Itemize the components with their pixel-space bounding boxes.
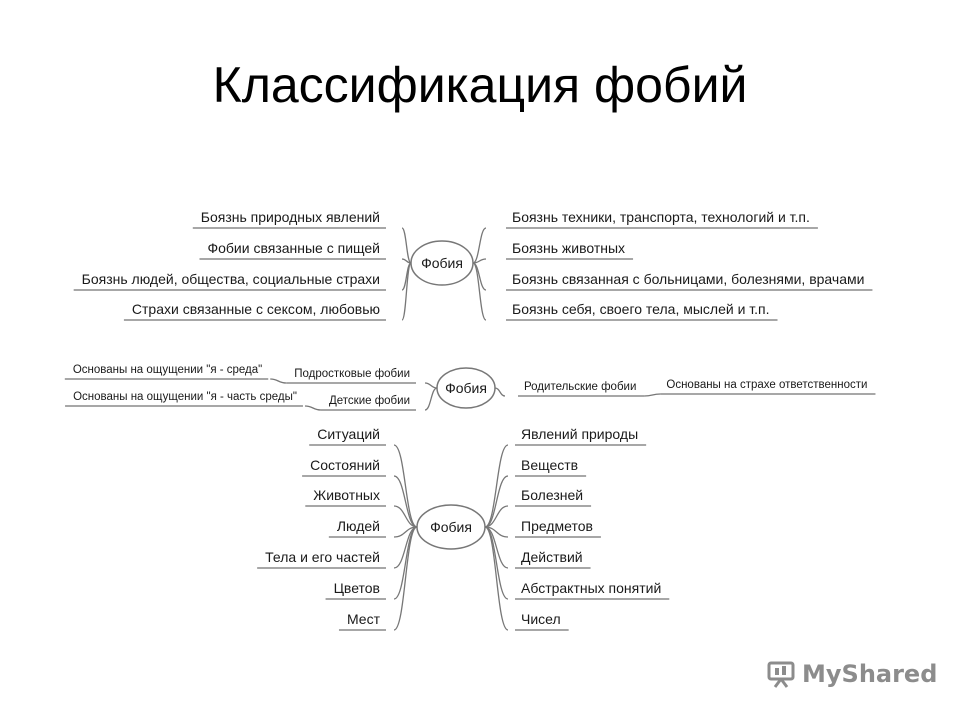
map3-left-branch: Животных xyxy=(313,487,380,503)
map1-right-branch: Боязнь животных xyxy=(512,240,625,256)
map3-right-connector xyxy=(484,475,509,528)
map3-left-connector xyxy=(393,475,418,528)
map3-left-branch: Цветов xyxy=(334,580,380,596)
map3-right-connector xyxy=(484,526,509,600)
map3-left-branch: Тела и его частей xyxy=(265,549,380,565)
map2-left-branch: Детские фобии xyxy=(329,395,410,407)
map3-right-branch: Веществ xyxy=(521,457,578,473)
map2-right-connector xyxy=(494,387,506,397)
map1-left-branch: Страхи связанные с сексом, любовью xyxy=(132,301,380,317)
map1-right-connector xyxy=(472,262,487,321)
watermark-text: MyShared xyxy=(802,660,938,688)
map3-hub-ellipse xyxy=(416,504,486,550)
map2-left-detail: Основаны на ощущении "я - часть среды" xyxy=(73,391,297,403)
map2-left-detail-connector xyxy=(270,378,287,384)
watermark: MyShared xyxy=(766,656,937,692)
map2-hub-ellipse xyxy=(436,367,496,409)
map2-left-detail: Основаны на ощущении "я - среда" xyxy=(73,364,262,376)
map1-left-branch: Фобии связанные с пищей xyxy=(207,240,380,256)
map1-right-branch: Боязнь связанная с больницами, болезнями… xyxy=(512,271,864,287)
map2-hub-label: Фобия xyxy=(445,380,487,396)
map1-left-connector xyxy=(401,227,412,264)
map1-hub-ellipse xyxy=(410,240,474,286)
map3-left-branch: Ситуаций xyxy=(317,426,380,442)
map2-right-detail: Основаны на страхе ответственности xyxy=(666,379,867,391)
map3-right-connector xyxy=(484,444,509,528)
map3-right-branch: Чисел xyxy=(521,611,561,627)
map3-right-branch: Предметов xyxy=(521,518,593,534)
map3-left-connector xyxy=(393,505,418,528)
map2-right-branch: Родительские фобии xyxy=(524,381,636,393)
map3-left-connector xyxy=(393,444,418,528)
map3-right-branch: Абстрактных понятий xyxy=(521,580,661,596)
map3-left-connector xyxy=(393,526,418,600)
map1-left-branch: Боязнь природных явлений xyxy=(201,209,380,225)
map3-right-branch: Явлений природы xyxy=(521,426,638,442)
map1-right-branch: Боязнь себя, своего тела, мыслей и т.п. xyxy=(512,301,770,317)
map1-right-connector xyxy=(472,227,487,264)
presentation-icon xyxy=(767,661,795,688)
map1-left-branch: Боязнь людей, общества, социальные страх… xyxy=(82,271,380,287)
map3-left-branch: Людей xyxy=(337,518,380,534)
map3-left-branch: Состояний xyxy=(310,457,380,473)
map3-left-connector xyxy=(393,526,418,631)
page-title: Классификация фобий xyxy=(212,57,748,113)
map1-left-connector xyxy=(401,262,412,321)
map2-left-detail-connector xyxy=(304,405,321,411)
map3-hub-label: Фобия xyxy=(430,519,472,535)
map2-left-branch: Подростковые фобии xyxy=(294,368,410,380)
map2-right-detail-connector xyxy=(644,393,661,397)
map3-right-connector xyxy=(484,505,509,528)
map3-right-connector xyxy=(484,526,509,631)
map3-right-branch: Действий xyxy=(521,549,583,565)
map2-left-connector xyxy=(424,382,438,389)
map2-left-connector xyxy=(424,387,438,411)
map1-right-branch: Боязнь техники, транспорта, технологий и… xyxy=(512,209,810,225)
map1-hub-label: Фобия xyxy=(421,255,463,271)
map3-right-branch: Болезней xyxy=(521,487,583,503)
map3-left-branch: Мест xyxy=(347,611,381,627)
